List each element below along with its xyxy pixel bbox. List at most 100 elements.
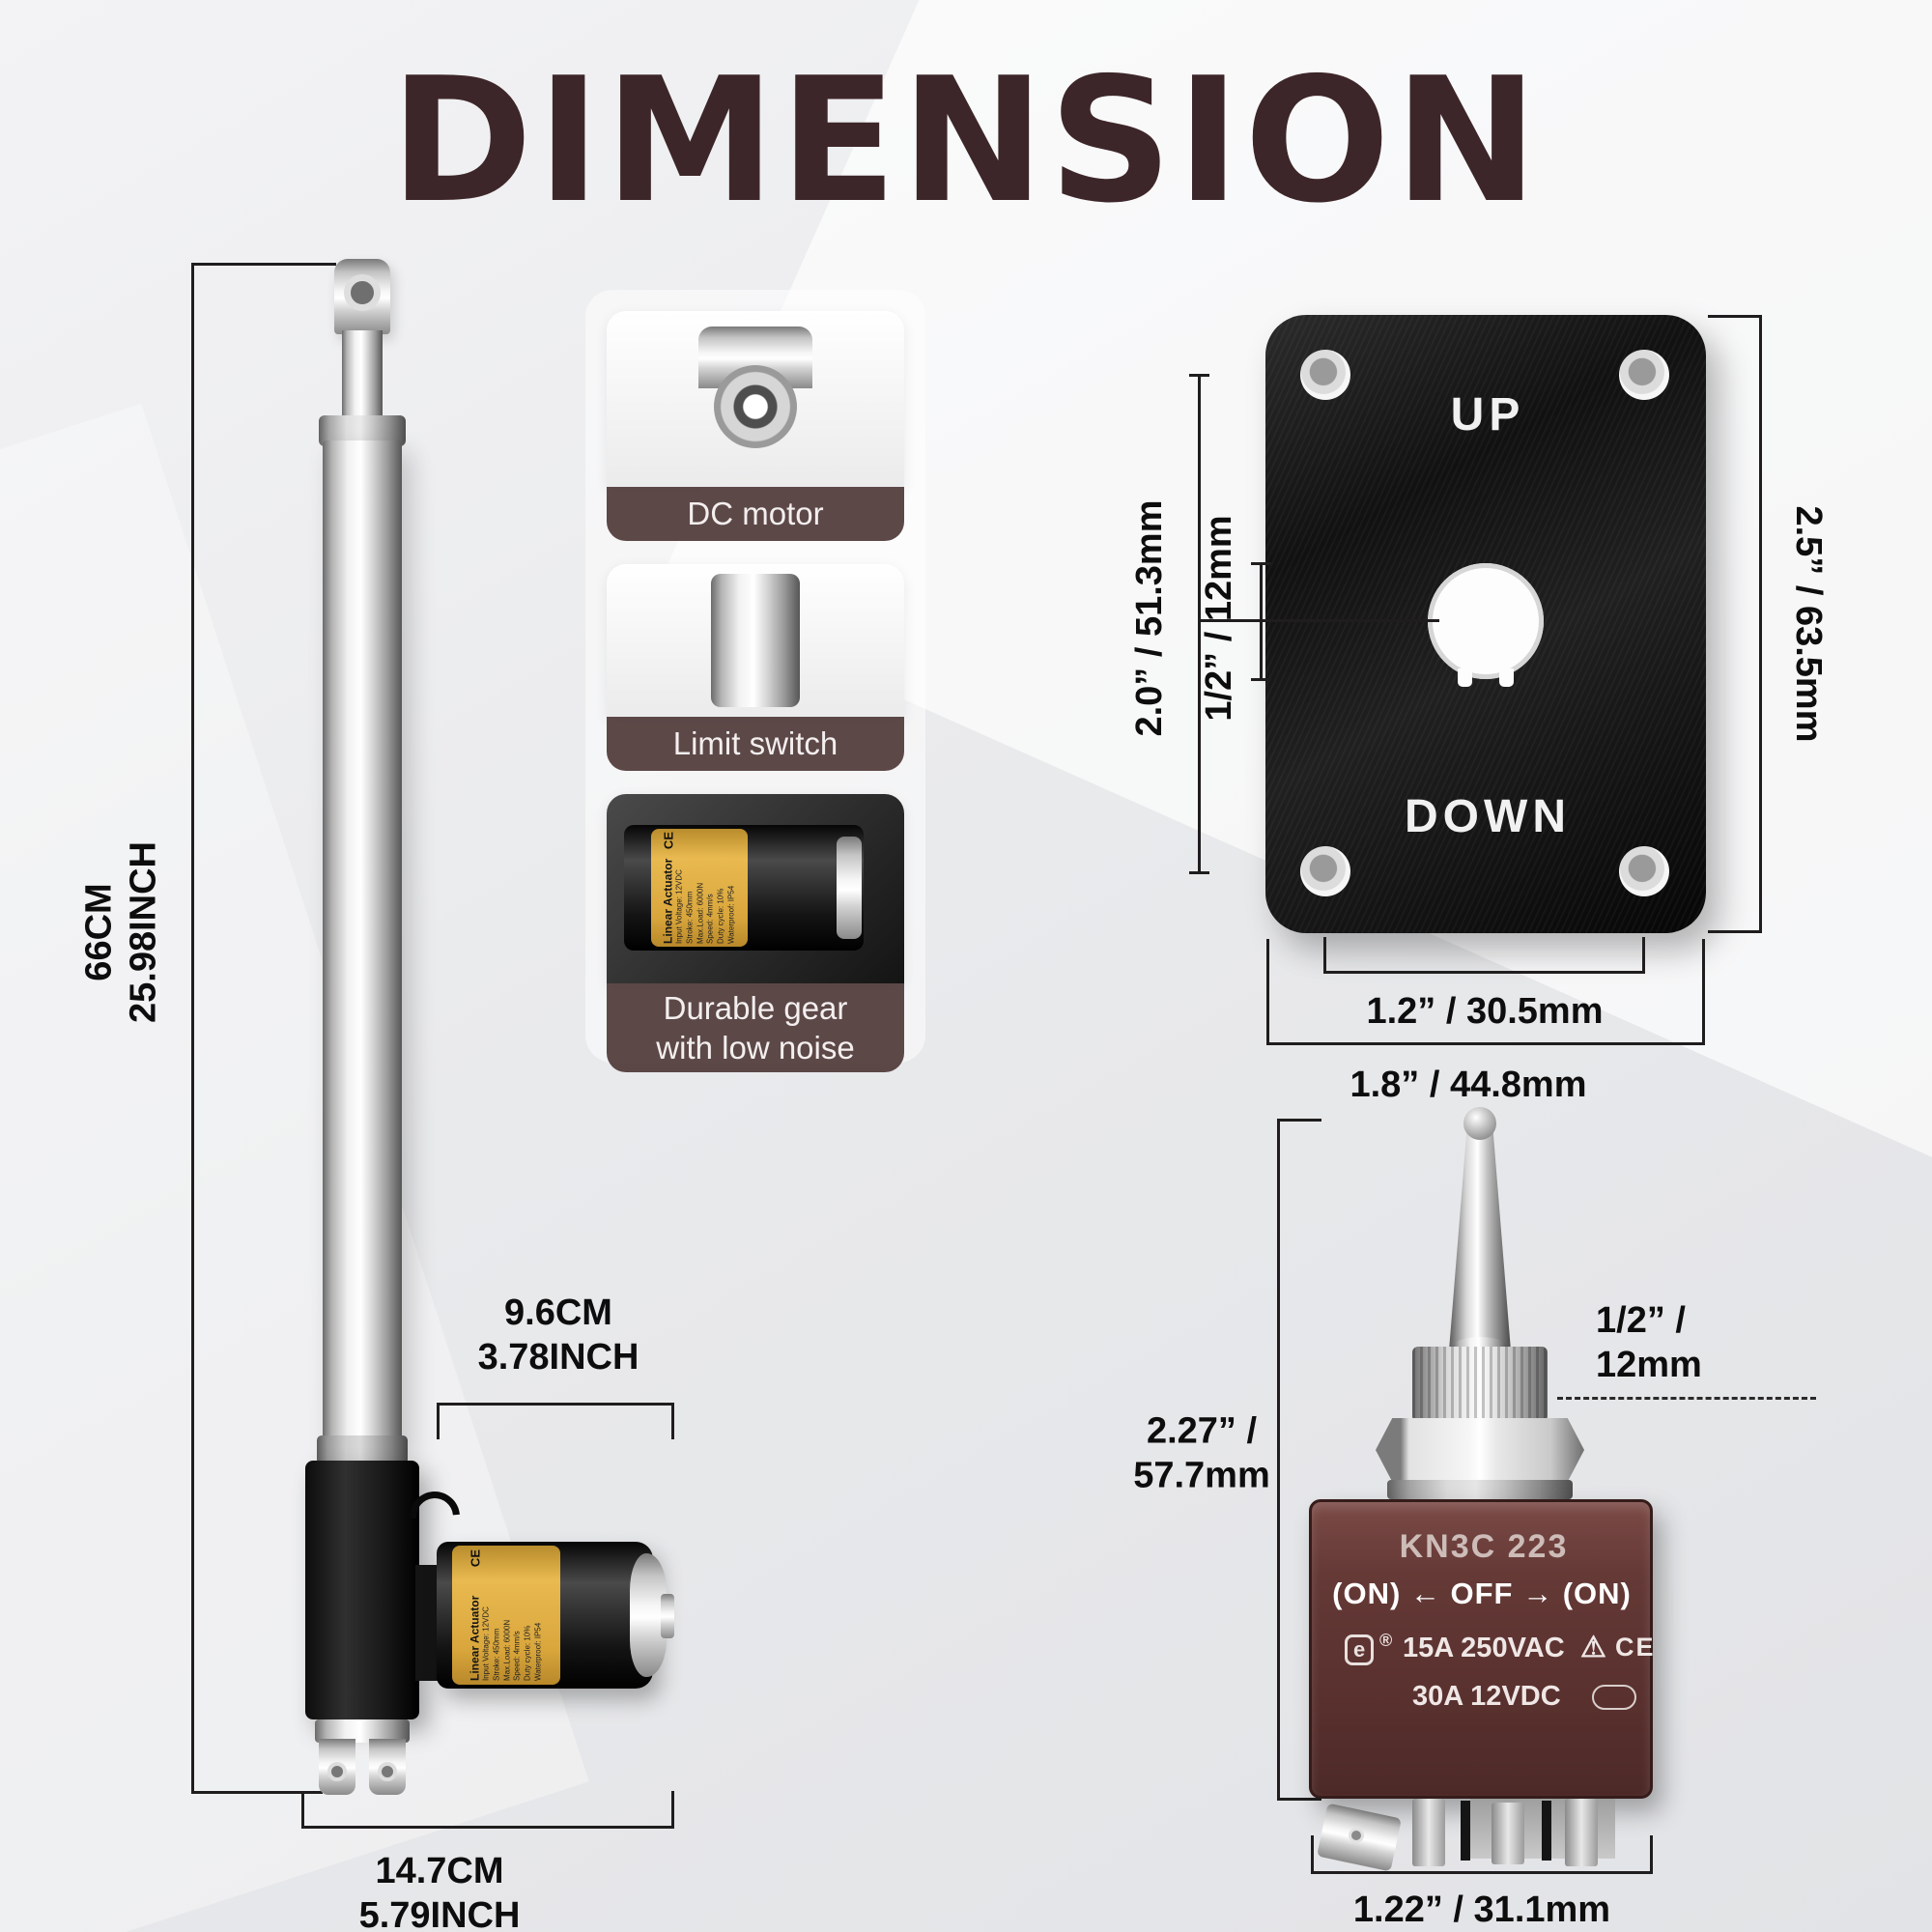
feature-image-limit-switch xyxy=(607,564,904,717)
actuator-gear-housing xyxy=(305,1461,419,1719)
switch-height-line1: 2.27” / xyxy=(1146,1410,1258,1452)
switch-width-dim-label: 1.22” / 31.1mm xyxy=(1352,1889,1611,1930)
page-title: DIMENSION xyxy=(389,41,1543,241)
switch-width-tick-left xyxy=(1311,1835,1314,1874)
plate-vdim-tick-top xyxy=(1189,374,1209,377)
actuator-base-dim-label: 14.7CM 5.79INCH xyxy=(359,1849,521,1932)
plate-down-label: DOWN xyxy=(1405,791,1571,842)
actuator-height-dim-tick-bottom xyxy=(191,1791,323,1794)
actuator-piston-rod xyxy=(342,330,383,423)
plate-width-tick-right xyxy=(1702,939,1705,1045)
plate-holedim-line xyxy=(1260,563,1263,681)
plate-center-hole-notch-right xyxy=(1499,668,1514,687)
plate-holedim-tick-bottom xyxy=(1251,678,1271,681)
switch-bushing-dim-dashed-line xyxy=(1557,1397,1816,1400)
plate-width-tick-left xyxy=(1266,939,1269,1045)
actuator-base-dim-tick-right xyxy=(671,1791,674,1828)
feature-label-text: DC motor xyxy=(687,496,824,532)
feature-label-text: Durable gear with low noise xyxy=(656,989,855,1065)
plate-holedim-tick-top xyxy=(1251,562,1271,565)
switch-body xyxy=(1309,1499,1653,1799)
plate-hole-bottom-left xyxy=(1300,846,1350,896)
gear-motor-spec-label: CE Linear Actuator Input Voltage: 12VDC … xyxy=(651,829,748,947)
gear-motor-endcap-graphic xyxy=(837,837,862,939)
spec-title: Linear Actuator xyxy=(468,1595,482,1681)
plate-hspacing-tick-right xyxy=(1642,937,1645,974)
switch-model-label: KN3C 223 xyxy=(1399,1528,1569,1565)
switch-lever xyxy=(1449,1121,1511,1350)
motor-spec-label: CE Linear Actuator Input Voltage: 12VDC … xyxy=(452,1546,560,1685)
plate-width-dim-line xyxy=(1266,1042,1705,1045)
actuator-motor-endcap xyxy=(630,1553,667,1677)
actuator-motor-cm: 9.6CM xyxy=(504,1293,612,1333)
feature-label-dc-motor: DC motor xyxy=(607,487,904,541)
switch-terminal-tab-2 xyxy=(1492,1803,1524,1864)
feature-label-limit-switch: Limit switch xyxy=(607,717,904,771)
switch-height-dim-label: 2.27” / 57.7mm xyxy=(1133,1409,1270,1499)
feature-image-dc-motor xyxy=(607,311,904,487)
plate-hole-top-right xyxy=(1619,350,1669,400)
switch-terminal-pin-2 xyxy=(1542,1801,1551,1861)
plate-height-dim-line xyxy=(1759,315,1762,933)
motor-spec-label-text: CE Linear Actuator Input Voltage: 12VDC … xyxy=(469,1549,545,1681)
actuator-height-inch: 25.98INCH xyxy=(124,841,164,1023)
switch-height-tick-bottom xyxy=(1277,1798,1321,1801)
actuator-height-dim-line xyxy=(191,263,194,1794)
switch-bushing-line2: 12mm xyxy=(1596,1345,1702,1386)
plate-height-dim-label: 2.5” / 63.5mm xyxy=(1788,505,1830,743)
plate-vertical-holes-dim-label: 2.0” / 51.3mm xyxy=(1128,499,1170,737)
switch-width-dim-line xyxy=(1311,1871,1653,1874)
spec-lines: Input Voltage: 12VDC Stroke: 450mm Max.L… xyxy=(481,1606,543,1681)
actuator-base-dim-line xyxy=(301,1826,674,1829)
limit-switch-cylinder-graphic xyxy=(711,574,800,707)
plate-centerline xyxy=(1198,619,1439,622)
switch-dc-rating: 30A 12VDC xyxy=(1412,1681,1561,1712)
plate-vdim-line xyxy=(1198,375,1201,874)
actuator-motor-inch: 3.78INCH xyxy=(477,1337,639,1378)
plate-up-label: UP xyxy=(1450,389,1525,440)
switch-lug-hole xyxy=(1349,1828,1364,1843)
actuator-base-cm: 14.7CM xyxy=(375,1851,504,1891)
switch-terminal-tab-1 xyxy=(1412,1799,1445,1866)
actuator-height-cm: 66CM xyxy=(78,883,120,981)
plate-width-dim-label: 1.8” / 44.8mm xyxy=(1350,1065,1587,1105)
plate-height-tick-bottom xyxy=(1708,930,1762,933)
plate-hspacing-dim-line xyxy=(1323,971,1645,974)
switch-terminal-tab-3 xyxy=(1565,1799,1598,1866)
actuator-tube-bottom-collar xyxy=(317,1435,408,1464)
plate-horizontal-holes-dim-label: 1.2” / 30.5mm xyxy=(1366,991,1604,1032)
dc-motor-face-graphic xyxy=(714,365,797,448)
switch-hex-nut xyxy=(1376,1418,1584,1482)
actuator-height-dim-tick-top xyxy=(191,263,336,266)
background-highlight-2 xyxy=(0,403,589,1932)
actuator-outer-tube xyxy=(323,440,402,1459)
switch-lever-tip xyxy=(1463,1107,1496,1140)
feature-label-text: Limit switch xyxy=(672,725,838,762)
switch-threaded-bushing xyxy=(1412,1347,1548,1422)
switch-bushing-dim-label: 1/2” / 12mm xyxy=(1596,1298,1702,1388)
actuator-motor-dim-line xyxy=(437,1403,674,1406)
plate-center-hole-notch-left xyxy=(1458,668,1472,687)
actuator-motor-dim-label: 9.6CM 3.78INCH xyxy=(478,1291,639,1380)
plate-height-tick-top xyxy=(1708,315,1762,318)
feature-label-durable-gear: Durable gear with low noise xyxy=(607,983,904,1072)
plate-center-hole xyxy=(1428,563,1544,679)
gear-motor-spec-text: CE Linear Actuator Input Voltage: 12VDC … xyxy=(662,832,738,944)
switch-height-tick-top xyxy=(1277,1119,1321,1122)
feature-image-durable-gear: CE Linear Actuator Input Voltage: 12VDC … xyxy=(607,794,904,983)
actuator-clevis-hole xyxy=(344,274,381,311)
plate-center-hole-dim-label: 1/2” / 12mm xyxy=(1198,515,1239,722)
switch-height-dim-line xyxy=(1277,1119,1280,1801)
actuator-prong-hole-left xyxy=(327,1762,347,1781)
actuator-height-dim-label: 66CM 25.98INCH xyxy=(77,841,167,1023)
actuator-base-inch: 5.79INCH xyxy=(358,1895,521,1932)
ce-mark: CE xyxy=(661,832,676,850)
plate-hspacing-tick-left xyxy=(1323,937,1326,974)
switch-positions-label: (ON) ← OFF → (ON) xyxy=(1332,1577,1632,1610)
cert-oval-badge xyxy=(1592,1685,1636,1710)
switch-lock-washer xyxy=(1387,1480,1573,1499)
switch-width-tick-right xyxy=(1650,1835,1653,1874)
switch-bushing-line1: 1/2” / xyxy=(1596,1300,1686,1341)
warning-icon: ⚠ xyxy=(1580,1632,1606,1663)
